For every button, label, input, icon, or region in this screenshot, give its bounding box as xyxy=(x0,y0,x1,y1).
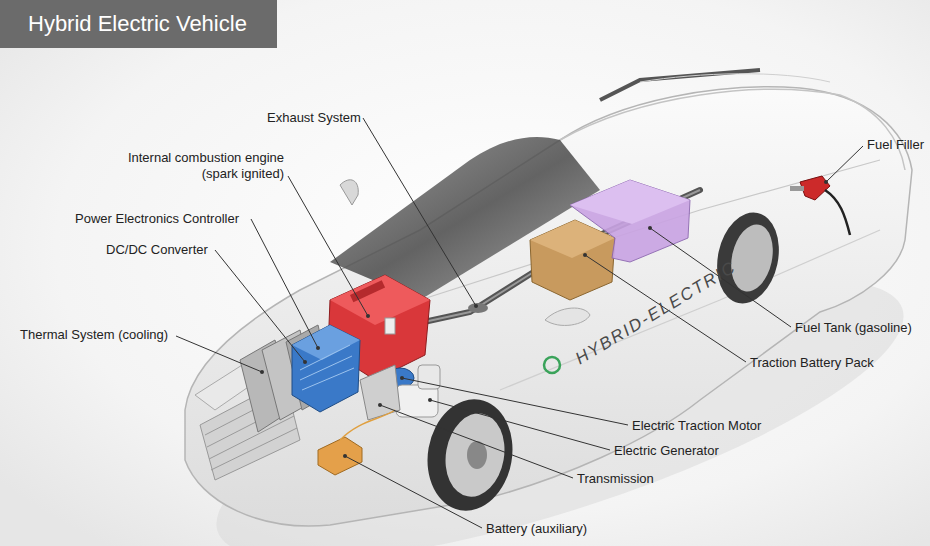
part-label: Fuel Tank (gasoline) xyxy=(795,320,912,336)
part-label: Thermal System (cooling) xyxy=(20,327,168,343)
part-label: Electric Generator xyxy=(614,443,719,459)
part-label: Battery (auxiliary) xyxy=(486,521,587,537)
part-label: Internal combustion engine (spark ignite… xyxy=(104,150,284,182)
part-label: Electric Traction Motor xyxy=(632,418,761,434)
part-label: Transmission xyxy=(577,471,654,487)
title-bar: Hybrid Electric Vehicle xyxy=(0,0,277,48)
part-label: Exhaust System xyxy=(267,110,361,126)
part-label: DC/DC Converter xyxy=(106,242,208,258)
title: Hybrid Electric Vehicle xyxy=(28,11,247,37)
part-label: Traction Battery Pack xyxy=(750,355,874,371)
part-label: Fuel Filler xyxy=(867,137,924,153)
part-label: Power Electronics Controller xyxy=(75,211,239,227)
